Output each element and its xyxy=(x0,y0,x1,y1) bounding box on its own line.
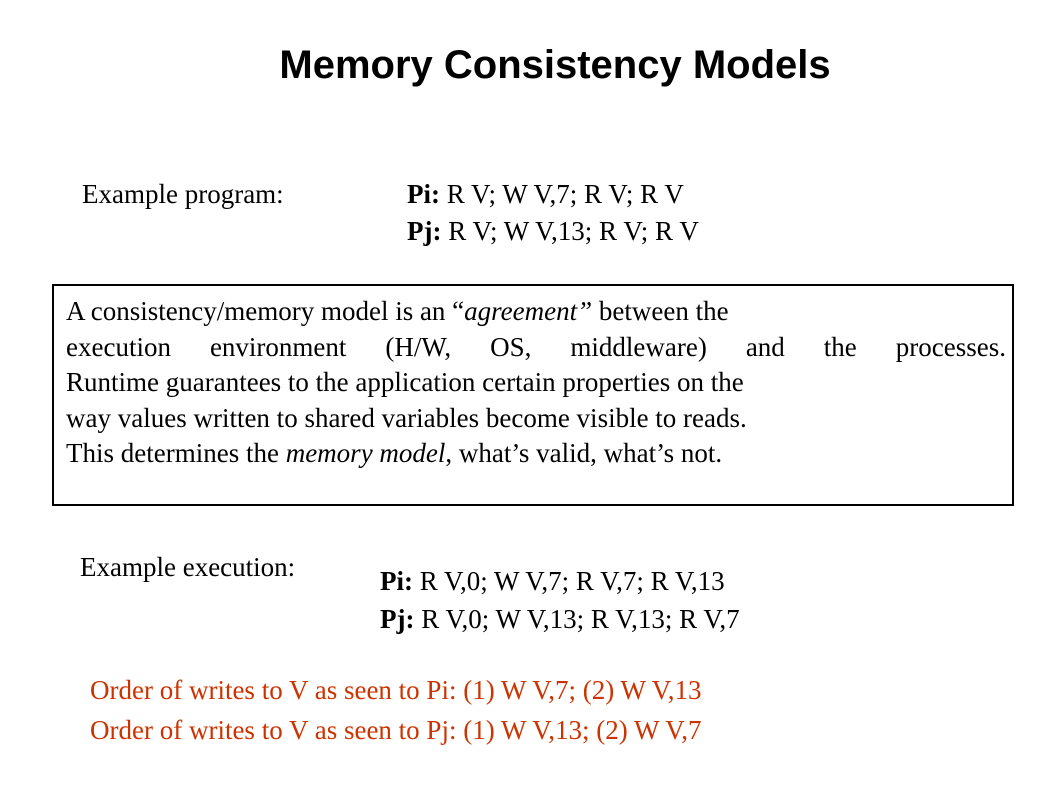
execution-ops: R V,0; W V,7; R V,7; R V,13 xyxy=(413,566,725,596)
definition-line-3: Runtime guarantees to the application ce… xyxy=(66,367,744,397)
definition-line-2: execution environment (H/W, OS, middlewa… xyxy=(66,331,1006,362)
write-order-pj: Order of writes to V as seen to Pj: (1) … xyxy=(90,715,702,745)
definition-text-part: This determines the xyxy=(66,438,286,468)
definition-text: A consistency/memory model is an “agreem… xyxy=(66,294,1006,472)
slide-title: Memory Consistency Models xyxy=(279,43,831,87)
process-label: Pi: xyxy=(380,566,413,596)
process-label: Pi: xyxy=(407,179,440,209)
example-program-label: Example program: xyxy=(82,179,284,209)
example-execution-label: Example execution: xyxy=(80,552,296,582)
execution-ops: R V,0; W V,13; R V,13; R V,7 xyxy=(414,604,740,634)
definition-line-5: This determines the memory model, what’s… xyxy=(66,436,1006,472)
example-execution-lines: Pi: R V,0; W V,7; R V,7; R V,13 Pj: R V,… xyxy=(380,564,740,640)
program-line-pi: Pi: R V; W V,7; R V; R V xyxy=(407,177,699,214)
program-line-pj: Pj: R V; W V,13; R V; R V xyxy=(407,214,699,251)
definition-text-part: , what’s valid, what’s not. xyxy=(445,438,723,468)
process-label: Pj: xyxy=(380,604,415,634)
execution-line-pi: Pi: R V,0; W V,7; R V,7; R V,13 xyxy=(380,564,740,602)
definition-emphasis: agreement” xyxy=(464,296,593,326)
write-order-lines: Order of writes to V as seen to Pi: (1) … xyxy=(90,673,702,753)
program-ops: R V; W V,13; R V; R V xyxy=(441,216,699,246)
definition-emphasis: memory model xyxy=(285,438,446,468)
write-order-pi: Order of writes to V as seen to Pi: (1) … xyxy=(90,675,702,705)
definition-text-part: A consistency/memory model is an “ xyxy=(66,296,465,326)
definition-line-1: A consistency/memory model is an “agreem… xyxy=(66,294,1006,330)
process-label: Pj: xyxy=(407,216,442,246)
program-ops: R V; W V,7; R V; R V xyxy=(440,179,684,209)
definition-box: A consistency/memory model is an “agreem… xyxy=(52,284,1014,506)
example-program-lines: Pi: R V; W V,7; R V; R V Pj: R V; W V,13… xyxy=(407,177,699,251)
execution-line-pj: Pj: R V,0; W V,13; R V,13; R V,7 xyxy=(380,602,740,640)
definition-line-4: way values written to shared variables b… xyxy=(66,402,747,433)
definition-text-part: between the xyxy=(592,296,729,326)
